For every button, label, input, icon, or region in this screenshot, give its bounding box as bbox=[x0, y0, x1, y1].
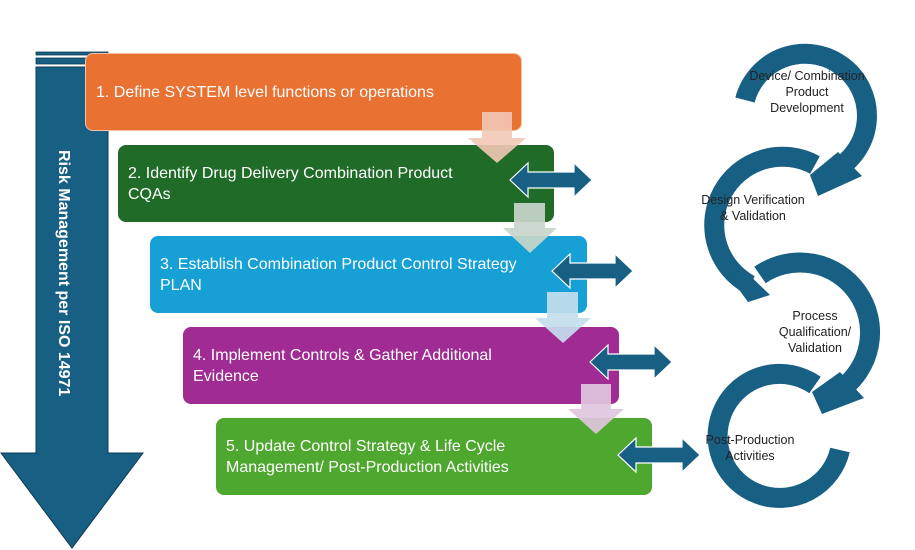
lifecycle-label-2: Design Verification & Validation bbox=[701, 193, 805, 223]
cycle-arc-4 bbox=[707, 363, 850, 508]
step-5-label: 5. Update Control Strategy & Life Cycle … bbox=[226, 437, 509, 476]
risk-management-label: Risk Management per ISO 14971 bbox=[55, 150, 72, 397]
cycle-arrowheads bbox=[732, 152, 864, 414]
cycle-arc-2 bbox=[704, 146, 820, 294]
risk-management-arrow bbox=[0, 51, 144, 549]
lifecycle-label-1: Device/ Combination Product Development bbox=[749, 69, 865, 115]
step-4-label: 4. Implement Controls & Gather Additiona… bbox=[193, 346, 492, 385]
step-3-label: 3. Establish Combination Product Control… bbox=[160, 255, 517, 294]
lifecycle-label-4: Post-Production Activities bbox=[705, 433, 795, 463]
step-2-box: 2. Identify Drug Delivery Combination Pr… bbox=[118, 145, 554, 222]
step-1-label: 1. Define SYSTEM level functions or oper… bbox=[96, 83, 434, 101]
cycle-arc-1 bbox=[735, 43, 877, 179]
step-5-box: 5. Update Control Strategy & Life Cycle … bbox=[216, 418, 652, 495]
cycle-arrowhead-2 bbox=[732, 266, 770, 302]
step-4-box: 4. Implement Controls & Gather Additiona… bbox=[183, 327, 619, 404]
lifecycle-label-3: Process Qualification/ Validation bbox=[778, 309, 852, 355]
cycle-arc-3 bbox=[754, 252, 881, 399]
step-3-box: 3. Establish Combination Product Control… bbox=[150, 236, 587, 313]
cycle-arrowhead-3 bbox=[812, 372, 864, 414]
step-1-box: 1. Define SYSTEM level functions or oper… bbox=[85, 53, 522, 131]
step-2-label: 2. Identify Drug Delivery Combination Pr… bbox=[128, 164, 453, 203]
cycle-arrowhead-1 bbox=[810, 152, 862, 196]
lifecycle-cycle bbox=[704, 43, 881, 508]
